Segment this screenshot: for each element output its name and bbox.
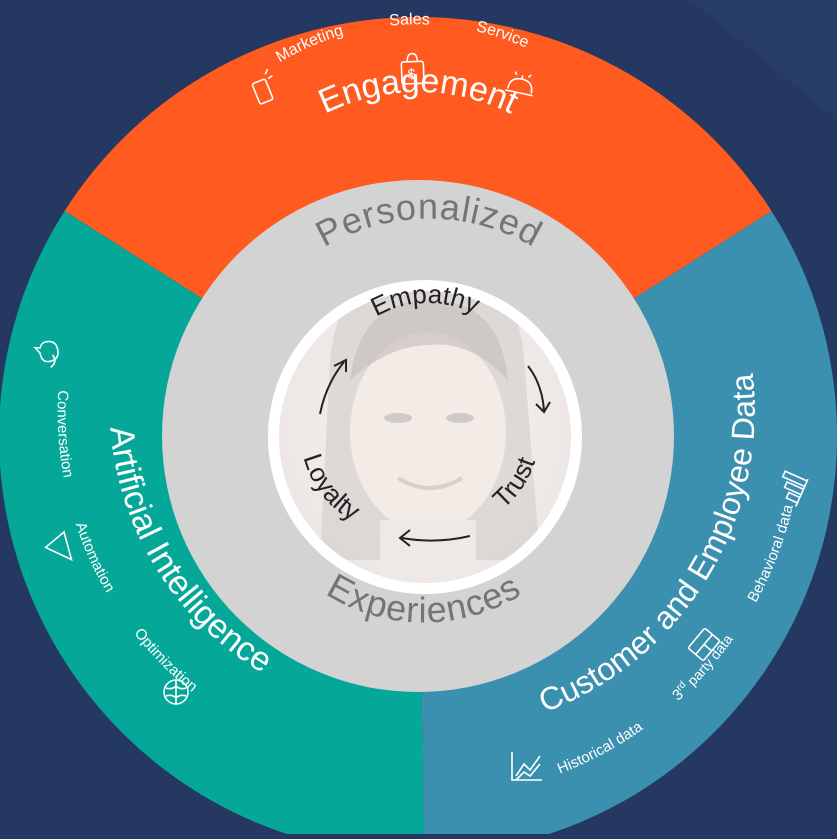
- chat-bubbles-icon: [33, 340, 59, 368]
- triangle-play-icon: [44, 530, 73, 562]
- background-accent: [690, 0, 837, 120]
- cycle-arrow-left: [319, 358, 347, 415]
- svg-text:$: $: [407, 66, 416, 82]
- shopping-bag-dollar-icon: $: [400, 52, 425, 85]
- cycle-arrow-bottom: [398, 529, 471, 547]
- face-photo: [279, 291, 571, 583]
- line-chart-icon: [511, 752, 542, 781]
- service-bell-icon: [505, 71, 533, 97]
- brain-icon: [163, 679, 189, 705]
- sales-label[interactable]: Sales: [389, 11, 431, 29]
- cycle-arrow-right: [527, 365, 551, 414]
- tablet-icon: [688, 628, 721, 661]
- bar-chart-icon: [781, 470, 809, 507]
- phone-megaphone-icon: [251, 68, 274, 105]
